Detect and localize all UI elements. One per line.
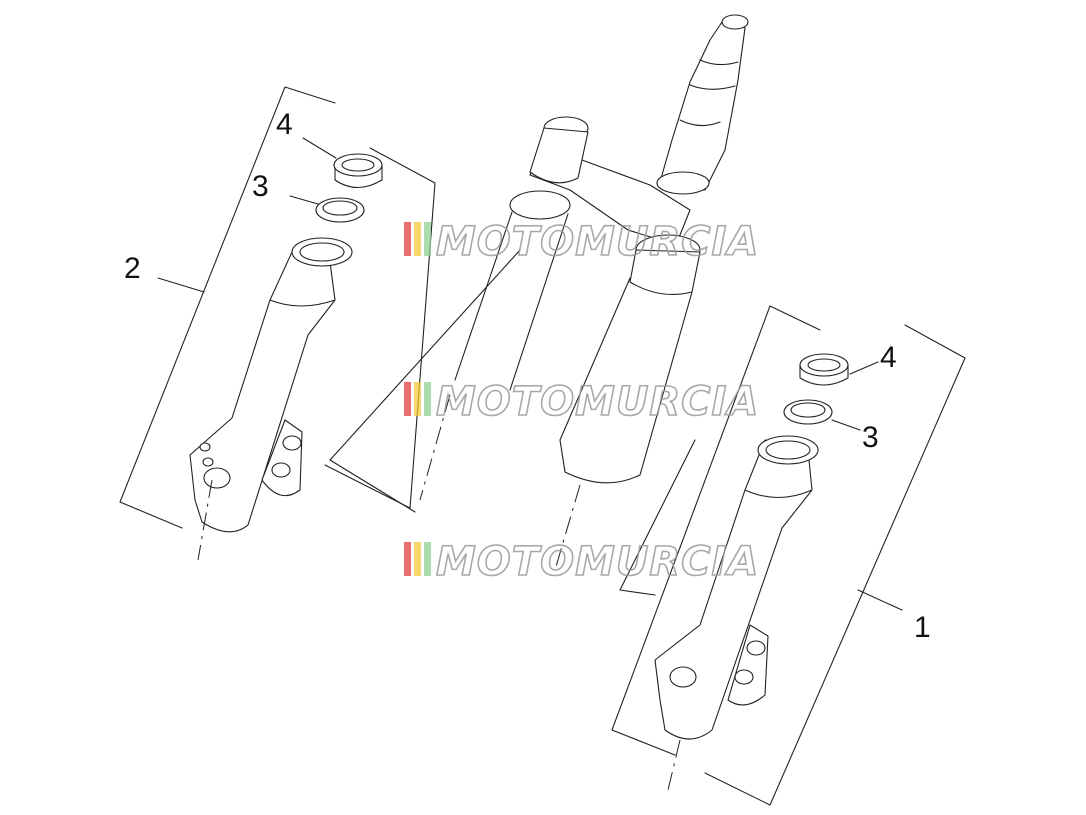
left-inner-tube-top [509,190,571,220]
right-leg-band [744,489,813,498]
watermark-3: MOTOMURCIA [404,538,759,586]
center-axis-right [554,484,581,571]
right-leader-4 [849,361,879,375]
right-leg-bore [765,440,811,460]
left-fork-assembly [119,86,436,561]
left-lower-leg [189,251,336,533]
left-bushing-inner [341,158,375,172]
watermark-1: MOTOMURCIA [404,218,759,266]
watermark-text: MOTOMURCIA [436,539,759,585]
left-lug-hole-1 [282,435,302,451]
right-lower-leg [654,439,813,740]
right-lug-hole-1 [746,640,766,656]
stem-band-1 [699,59,739,66]
right-leg-top [757,435,819,465]
watermark-stripe-yellow [414,542,421,576]
left-lug-hole-2 [271,462,291,478]
watermark-stripe-green [424,542,431,576]
left-oil-seal [315,197,365,223]
callout-4-left: 4 [276,108,293,141]
left-leg-band [269,299,336,307]
callout-3-left: 3 [252,170,269,203]
right-leader-3 [831,419,861,431]
left-leader-2 [157,277,205,293]
watermark-stripe-red [404,382,411,416]
left-small-hole-2 [202,457,214,467]
right-axle-hole [669,666,697,688]
right-oil-seal-inner [790,402,826,418]
left-inner-tube-edge-1 [454,211,513,381]
right-bushing-inner [807,358,841,372]
center-bracket-right [619,439,696,596]
watermark-stripe-red [404,222,411,256]
watermark-stripe-green [424,382,431,416]
stem-lower-collar [656,171,710,195]
left-leg-top [291,237,353,267]
left-inner-tube-edge-2 [509,213,569,391]
left-bracket-outer [119,86,336,529]
right-bushing [799,353,849,377]
left-leader-4 [302,137,337,159]
left-axis-line [197,479,213,561]
stem-band-2 [689,84,736,90]
right-fork-assembly [611,305,966,806]
right-leader-1 [857,589,903,611]
left-bushing [333,153,383,177]
callout-1: 1 [914,611,931,644]
right-bracket-outer [611,305,821,756]
stem-top [721,14,749,30]
crown-left-boss [529,127,589,184]
watermark-stripe-yellow [414,222,421,256]
right-lug-hole-2 [734,669,754,685]
left-small-hole-1 [199,442,211,452]
center-bracket-left [329,249,521,513]
watermark-stripe-red [404,542,411,576]
left-oil-seal-inner [322,200,358,216]
watermark-2: MOTOMURCIA [404,378,759,426]
left-leg-bore [299,242,345,262]
right-tube-collar [629,249,701,295]
watermark-text: MOTOMURCIA [436,219,759,265]
right-bracket-inner [704,324,966,806]
center-axis-left [419,394,451,501]
callout-2: 2 [124,252,141,285]
callout-4-right: 4 [880,341,897,374]
stem-band-3 [679,119,721,127]
left-leader-3 [289,195,319,205]
left-bracket-inner [324,147,436,509]
callout-3-right: 3 [862,421,879,454]
steering-stem-assembly [329,14,749,596]
watermark-stripe-yellow [414,382,421,416]
steering-stem [659,21,746,191]
right-oil-seal [783,399,833,425]
left-axle-hole [203,467,231,489]
watermark-text: MOTOMURCIA [436,379,759,425]
right-inner-tube [559,277,693,484]
watermark-stripe-green [424,222,431,256]
right-axis-line [667,739,681,791]
